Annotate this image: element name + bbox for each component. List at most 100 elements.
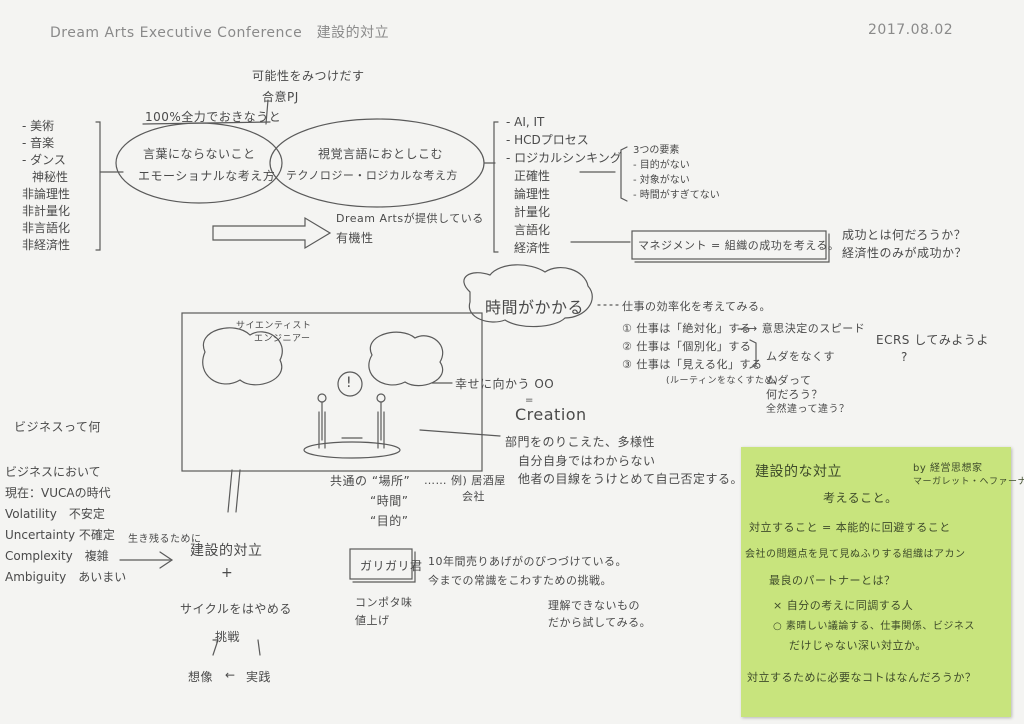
- right-list-item: - AI, IT: [506, 115, 545, 129]
- step-2: ② 仕事は「個別化」する: [622, 340, 752, 353]
- survival-note: 生き残るために: [128, 534, 202, 545]
- creation-eq: =: [525, 395, 534, 406]
- time-cloud-label: 時間がかかる: [485, 298, 585, 317]
- arrow-note-1: Dream Artsが提供している: [336, 212, 484, 225]
- left-list-item: 非計量化: [22, 204, 71, 218]
- traits-item: - 時間がすぎてない: [633, 190, 720, 201]
- sticky-by: by 経営思想家: [913, 463, 983, 474]
- result-speed: → 意思決定のスピード: [748, 322, 866, 335]
- garigari-note-1: 10年間売りあげがのびつづけている。: [428, 555, 627, 568]
- left-list-item: - 音楽: [22, 136, 55, 150]
- unknown-2: だから試してみる。: [548, 616, 652, 629]
- success-question-2: 経済性のみが成功か？: [842, 246, 968, 260]
- ecrs-note: ECRS してみようよ: [876, 333, 989, 347]
- unknown-1: 理解できないもの: [548, 599, 640, 612]
- traits-item: 3つの要素: [633, 145, 680, 156]
- sticky-line: だけじゃない深い対立か。: [789, 639, 927, 652]
- management-box: マネジメント = 組織の成功を考える。: [638, 239, 840, 252]
- right-list-item: 計量化: [514, 205, 551, 219]
- result-waste-q2: 何だろう？: [766, 388, 823, 401]
- left-list: - 美術 - 音楽 - ダンス 神秘性 非論理性 非計量化 非言語化 非経済性: [22, 118, 70, 254]
- effort-note: 100%全力でおきなうと: [145, 110, 282, 124]
- traits-list: 3つの要素 - 目的がない - 対象がない - 時間がすぎてない: [633, 143, 720, 203]
- right-list-item: 正確性: [514, 169, 551, 183]
- garigari-label: ガリガリ君: [360, 559, 423, 573]
- result-waste-q3: 全然違って違う？: [766, 404, 850, 415]
- exclamation: !: [346, 375, 353, 391]
- traits-item: - 目的がない: [633, 160, 690, 171]
- vuca-line: 現在：VUCAの時代: [5, 486, 111, 500]
- bubble-right-line2: テクノロジー・ロジカルな考え方: [286, 169, 458, 182]
- loop-practice: 実践: [246, 670, 272, 684]
- sticky-line: 対立すること = 本能的に回避すること: [749, 521, 951, 534]
- sticky-line: × 自分の考えに同調する人: [773, 599, 914, 612]
- vuca-line: ビジネスにおいて: [5, 465, 101, 479]
- right-list-item: - ロジカルシンキング: [506, 151, 622, 165]
- step-1: ① 仕事は「絶対化」する: [622, 322, 752, 335]
- steps-note: (ルーティンをなくすため): [666, 376, 778, 386]
- arrow-note-2: 有機性: [336, 231, 374, 245]
- biz-question: ビジネスって何: [14, 420, 101, 434]
- date: 2017.08.02: [868, 22, 954, 38]
- vuca-line: Volatility 不安定: [5, 507, 105, 521]
- possibility-value: 合意PJ: [262, 90, 299, 104]
- loop-arrow: ←: [225, 668, 236, 682]
- bubble-right-outline: [269, 118, 485, 208]
- sticky-subtitle: 考えること。: [823, 491, 898, 505]
- constructive-label: 建設的対立: [190, 543, 263, 559]
- work-note: 仕事の効率化を考えてみる。: [622, 300, 771, 313]
- step-3: ③ 仕事は「見える化」する: [622, 358, 763, 371]
- left-list-item: 神秘性: [32, 170, 69, 184]
- sticky-note: 建設的な対立 by 経営思想家 マーガレット・ヘファーナン 考えること。 対立す…: [741, 447, 1024, 717]
- flavor-2: 値上げ: [355, 614, 390, 627]
- diversity-2: 自分自身ではわからない: [518, 454, 656, 468]
- bubble-left-outline: [115, 122, 283, 204]
- conference-title: Dream Arts Executive Conference 建設的対立: [50, 25, 390, 41]
- success-question-1: 成功とは何だろうか？: [842, 228, 967, 242]
- right-list-item: 言語化: [514, 223, 551, 237]
- possibility-note: 可能性をみつけだす: [252, 69, 365, 83]
- right-list-item: 論理性: [514, 187, 551, 201]
- common-place: 共通の “場所”: [330, 474, 411, 488]
- vuca-line: Uncertainty 不確定: [5, 528, 115, 542]
- right-list-item: - HCDプロセス: [506, 133, 589, 147]
- loop-imagine: 想像: [188, 670, 214, 684]
- creation-label: Creation: [515, 405, 587, 424]
- left-list-item: 非言語化: [22, 221, 71, 235]
- sticky-line: 会社の問題点を見て見ぬふりする組織はアカン: [745, 549, 966, 560]
- bubble-left-line1: 言葉にならないこと: [143, 147, 256, 161]
- right-list: - AI, IT - HCDプロセス - ロジカルシンキング 正確性 論理性 計…: [506, 113, 622, 257]
- goal-note: 幸せに向かう OO: [455, 377, 555, 391]
- left-list-item: - 美術: [22, 119, 55, 133]
- vuca-list: ビジネスにおいて 現在：VUCAの時代 Volatility 不安定 Uncer…: [5, 462, 126, 588]
- right-list-item: 経済性: [514, 241, 551, 255]
- left-list-item: 非論理性: [22, 187, 71, 201]
- common-goal: “目的”: [370, 514, 409, 528]
- ecrs-q: ?: [901, 350, 908, 364]
- sticky-line: 対立するために必要なコトはなんだろうか？: [747, 671, 977, 684]
- left-list-item: - ダンス: [22, 153, 66, 167]
- common-extra-1: …… 例) 居酒屋: [424, 474, 506, 487]
- common-extra-2: 会社: [462, 490, 485, 503]
- result-waste: ムダをなくす: [766, 350, 835, 363]
- bubble-right-line1: 視覚言語におとしこむ: [318, 147, 444, 161]
- vuca-line: Complexity 複雑: [5, 549, 109, 563]
- sticky-line: 最良のパートナーとは？: [769, 574, 896, 587]
- diversity-1: 部門をのりこえた、多様性: [505, 435, 656, 449]
- sticky-line: ○ 素晴しい議論する、仕事関係、ビジネス: [773, 621, 975, 632]
- plus-sign: +: [221, 565, 234, 581]
- sticky-title: 建設的な対立: [755, 464, 842, 480]
- challenge-label: 挑戦: [215, 630, 241, 644]
- scene-label-1: サイエンティスト: [236, 321, 312, 331]
- sticky-author: マーガレット・ヘファーナン: [913, 477, 1024, 487]
- garigari-note-2: 今までの常識をこわすための挑戦。: [428, 574, 612, 587]
- flavor-1: コンポタ味: [355, 596, 413, 609]
- traits-item: - 対象がない: [633, 175, 690, 186]
- vuca-line: Ambiguity あいまい: [5, 570, 127, 584]
- cycle-label: サイクルをはやめる: [180, 602, 292, 616]
- result-waste-q1: ムダって: [766, 374, 812, 387]
- scene-frame: [181, 312, 483, 472]
- diversity-3: 他者の目線をうけとめて自己否定する。: [518, 472, 744, 486]
- bubble-left-line2: エモーショナルな考え方: [138, 169, 276, 183]
